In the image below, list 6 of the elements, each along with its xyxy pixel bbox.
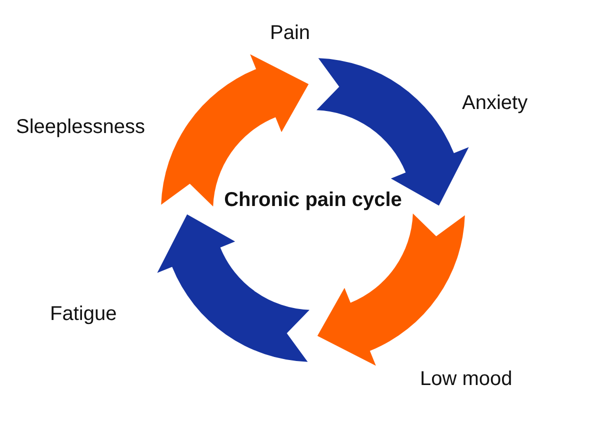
stage-label: Sleeplessness [16,116,145,139]
stage-label: Low mood [420,368,512,391]
stage-label: Fatigue [50,303,117,326]
stage-label: Pain [270,22,310,45]
stage-label: Anxiety [462,92,528,115]
center-title: Chronic pain cycle [223,188,403,213]
